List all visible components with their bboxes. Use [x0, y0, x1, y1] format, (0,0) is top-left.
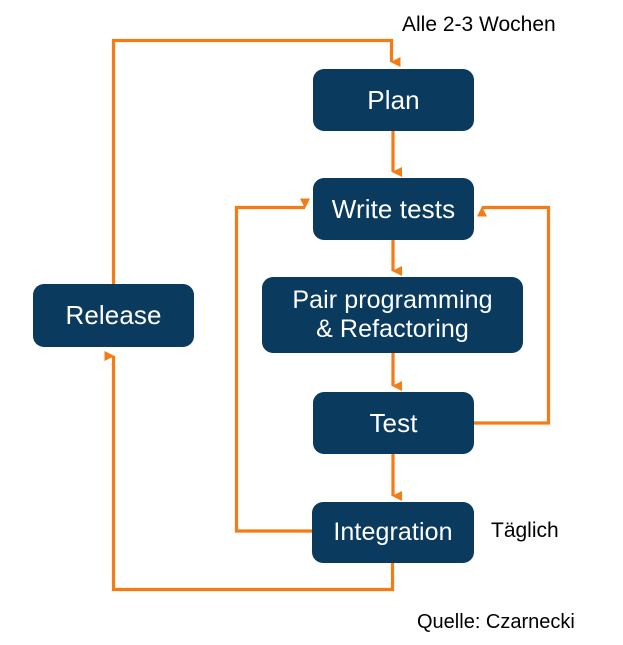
- node-plan-label: Plan: [367, 84, 420, 115]
- caption-source-attribution: Quelle: Czarnecki: [417, 611, 575, 633]
- caption-daily-frequency: Täglich: [491, 519, 559, 542]
- node-release-label: Release: [65, 300, 162, 331]
- node-pair-programming-label: Pair programming & Refactoring: [292, 286, 492, 345]
- node-integration-label: Integration: [333, 517, 453, 546]
- node-release[interactable]: Release: [33, 284, 194, 347]
- node-write-tests-label: Write tests: [331, 193, 456, 224]
- node-pair-programming[interactable]: Pair programming & Refactoring: [262, 277, 523, 353]
- node-plan[interactable]: Plan: [313, 69, 474, 131]
- node-write-tests[interactable]: Write tests: [313, 178, 474, 240]
- caption-cycle-frequency: Alle 2-3 Wochen: [402, 13, 556, 36]
- node-test[interactable]: Test: [313, 392, 474, 454]
- edge-integration-to-write-tests: [234, 198, 312, 533]
- node-pair-programming-label-line2: & Refactoring: [316, 315, 469, 343]
- node-pair-programming-label-line1: Pair programming: [292, 285, 493, 314]
- edge-test-to-write-tests: [474, 205, 551, 425]
- edge-integration-to-release: [104, 351, 395, 592]
- edge-release-to-plan: [111, 38, 401, 305]
- node-test-label: Test: [369, 407, 418, 438]
- node-integration[interactable]: Integration: [312, 502, 474, 563]
